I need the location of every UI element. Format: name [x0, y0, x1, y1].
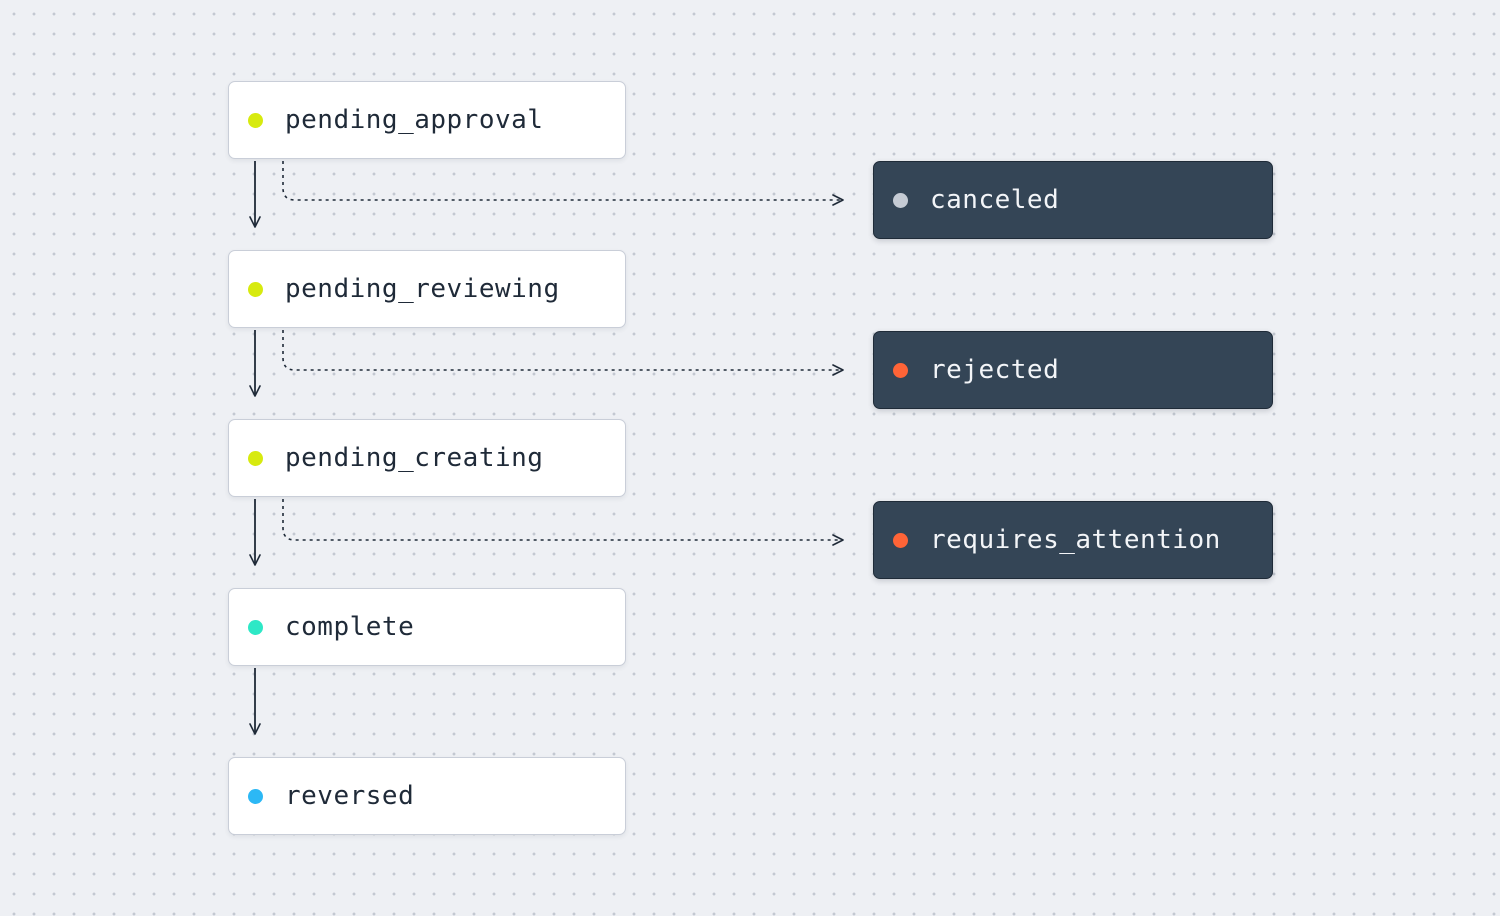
state-node-canceled: canceled	[873, 161, 1273, 239]
status-dot-icon	[248, 281, 263, 297]
state-node-pending-creating: pending_creating	[228, 419, 626, 497]
state-node-complete: complete	[228, 588, 626, 666]
state-label: pending_approval	[285, 105, 544, 135]
edge-creating-to-requires-attention	[282, 499, 844, 546]
state-node-pending-approval: pending_approval	[228, 81, 626, 159]
state-node-requires-attention: requires_attention	[873, 501, 1273, 579]
status-dot-icon	[893, 362, 908, 378]
state-label: complete	[285, 612, 415, 642]
status-dot-icon	[248, 788, 263, 804]
state-label: rejected	[930, 355, 1060, 385]
state-node-pending-reviewing: pending_reviewing	[228, 250, 626, 328]
state-label: requires_attention	[930, 525, 1221, 555]
status-dot-icon	[893, 532, 908, 548]
edge-approval-to-canceled	[282, 161, 844, 206]
state-label: pending_reviewing	[285, 274, 560, 304]
state-label: reversed	[285, 781, 415, 811]
status-dot-icon	[248, 619, 263, 635]
status-dot-icon	[893, 192, 908, 208]
status-dot-icon	[248, 112, 263, 128]
state-label: canceled	[930, 185, 1060, 215]
state-node-rejected: rejected	[873, 331, 1273, 409]
edge-reviewing-to-rejected	[282, 330, 844, 376]
state-node-reversed: reversed	[228, 757, 626, 835]
status-dot-icon	[248, 450, 263, 466]
state-label: pending_creating	[285, 443, 544, 473]
